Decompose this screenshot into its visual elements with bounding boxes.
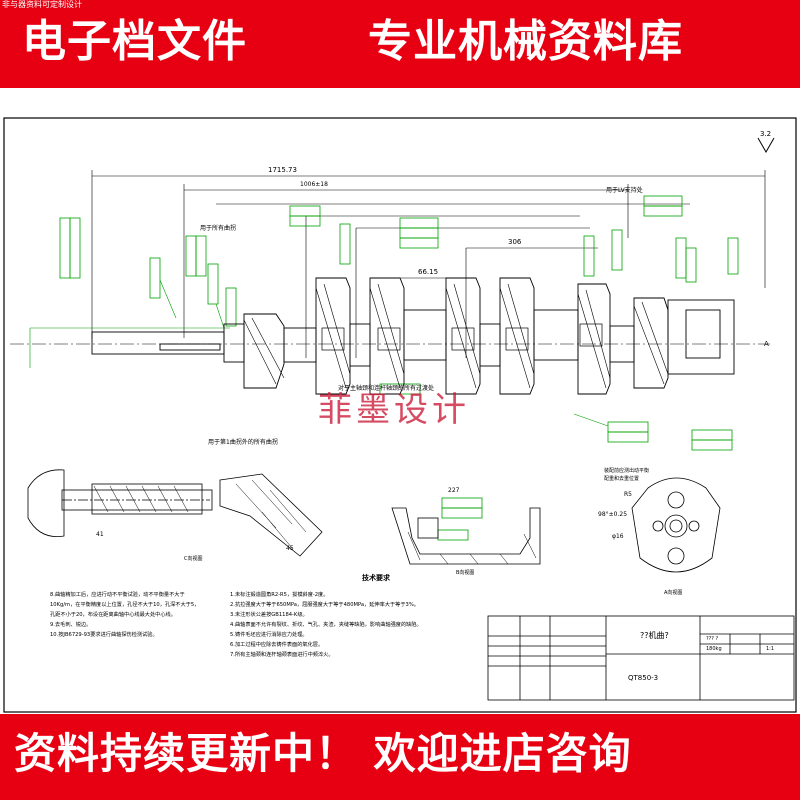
tech-req-right-line: 4.曲轴表面不允许有裂纹、折纹、气孔、夹渣，夹缝等缺陷，影响曲轴强度的缺陷。 [230,620,422,628]
drawing-frame [3,117,797,713]
tech-req-title: 技术要求 [362,573,391,582]
gear-note-1: 装配前应测出动平衡 [604,467,649,474]
tech-req-right: 1.未标注锻造圆角R2-R5，拔模斜度-2度。 2.抗拉强度大于等于650MPa… [230,590,422,658]
tech-req-left-line: 孔距不小于20，布设在距离曲轴中心线最大处中心线。 [50,610,176,618]
dim-227: 227 [448,487,460,494]
crankshaft-profile [91,277,735,395]
dim-r5: R5 [624,491,632,498]
dim-angle: 98°±0.25 [598,511,627,518]
tech-req-left-line: 10Kg/m，在平衡精度以上位置，孔径不大于10，孔深不大于5， [50,600,199,608]
dim-d1: 1006±18 [300,181,328,188]
section-a-view [631,477,721,573]
dim-d2: 306 [508,238,522,246]
section-b-view [391,507,541,565]
tech-req-right-line: 7.所有主轴颈和连杆轴颈表面进行中频淬火。 [230,650,334,658]
section-c-view [27,469,323,557]
tech-req-left-line: 9.去毛刺、锐边。 [50,620,91,628]
top-banner: 非与器资料可定制设计 电子档文件 专业机械资料库 [0,0,800,88]
watermark: 菲墨设计 [318,390,470,430]
title-scale: 1:1 [766,646,774,652]
tech-req-right-line: 1.未标注锻造圆角R2-R5，拔模斜度-2度。 [230,590,328,598]
tech-req-right-line: 5.铸件毛坯应进行消除应力处理。 [230,630,308,638]
tech-req-right-line: 3.未注形状公差按GB1184-K级。 [230,610,308,618]
dim-overall: 1715.73 [268,166,297,174]
tech-req-left-line: 10.按JB6729-93要求进行曲轴探伤检测试验。 [50,630,158,638]
dim-41: 41 [96,531,104,538]
banner-left-text: 电子档文件 [22,16,247,67]
bottom-banner-text: 资料持续更新中！ 欢迎进店咨询 [14,729,632,778]
title-code: ??? ? [706,636,719,642]
banner-right-text: 专业机械资料库 [368,16,683,67]
note-all-journals-2: 用于第1曲拐外的所有曲拐 [208,438,278,446]
surface-finish-mark: 3.2 [760,130,771,138]
gear-note-2: 配重和去重位置 [604,475,639,482]
dim-d3: 66.15 [418,268,438,276]
bottom-banner [0,714,800,800]
tech-req-right-line: 2.抗拉强度大于等于650MPa，屈服强度大于等于480MPa，延伸率大于等于3… [230,600,419,608]
svg-text:A: A [764,340,769,348]
tech-req-left-line: 8.曲轴精加工后，应进行动不平衡试验，动不平衡量不大于 [50,590,185,598]
label-section-b: B向视图 [456,569,474,576]
crankshaft-drawing: 3.2 1715.73 1006±18 306 66.15 [3,117,797,713]
label-section-a: A向视图 [664,589,682,596]
note-all-journals: 用于所有曲拐 [200,224,236,232]
title-part-name: ??机曲? [640,630,669,640]
dim-45: 45 [286,545,294,552]
tech-req-left: 8.曲轴精加工后，应进行动不平衡试验，动不平衡量不大于 10Kg/m，在平衡精度… [50,590,199,638]
note-section: 对于主轴颈和连杆轴颈的所有过渡处 [338,384,434,392]
label-section-c: C向视图 [184,555,203,562]
title-weight: 180kg [706,646,722,652]
top-note: 非与器资料可定制设计 [2,0,82,9]
title-material: QT850-3 [628,674,658,682]
dim-phi16: φ16 [612,533,624,540]
tech-req-right-line: 6.加工过程中应除去铸件表面的氧化层。 [230,640,323,648]
note-lv: 用于LV支持处 [606,186,643,194]
title-block [487,615,795,701]
